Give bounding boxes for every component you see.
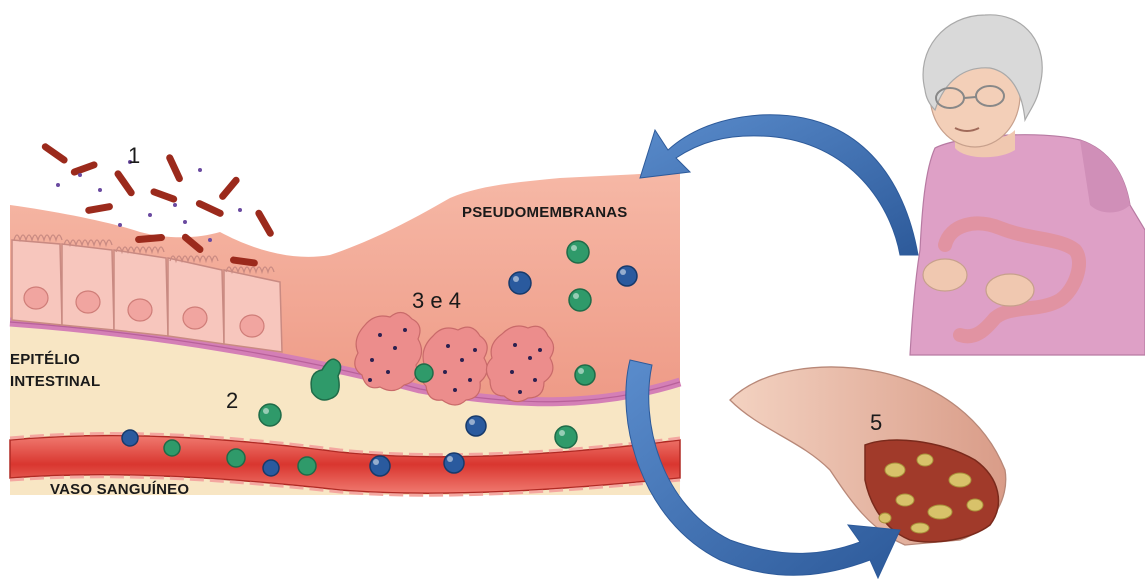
arrow-woman-to-tissue [640, 115, 918, 255]
step-3-4-label: 3 e 4 [412, 288, 461, 314]
vaso-sanguineo-label: VASO SANGUÍNEO [50, 481, 189, 498]
elderly-woman-figure [910, 15, 1145, 355]
step-5-label: 5 [870, 410, 882, 436]
step-1-label: 1 [128, 143, 140, 169]
step-2-label: 2 [226, 388, 238, 414]
epitelio-label-line1: EPITÉLIO [10, 351, 80, 368]
epitelio-label-line2: INTESTINAL [10, 373, 100, 390]
pseudomembranas-label: PSEUDOMEMBRANAS [462, 204, 628, 221]
colon-specimen [730, 367, 1006, 545]
